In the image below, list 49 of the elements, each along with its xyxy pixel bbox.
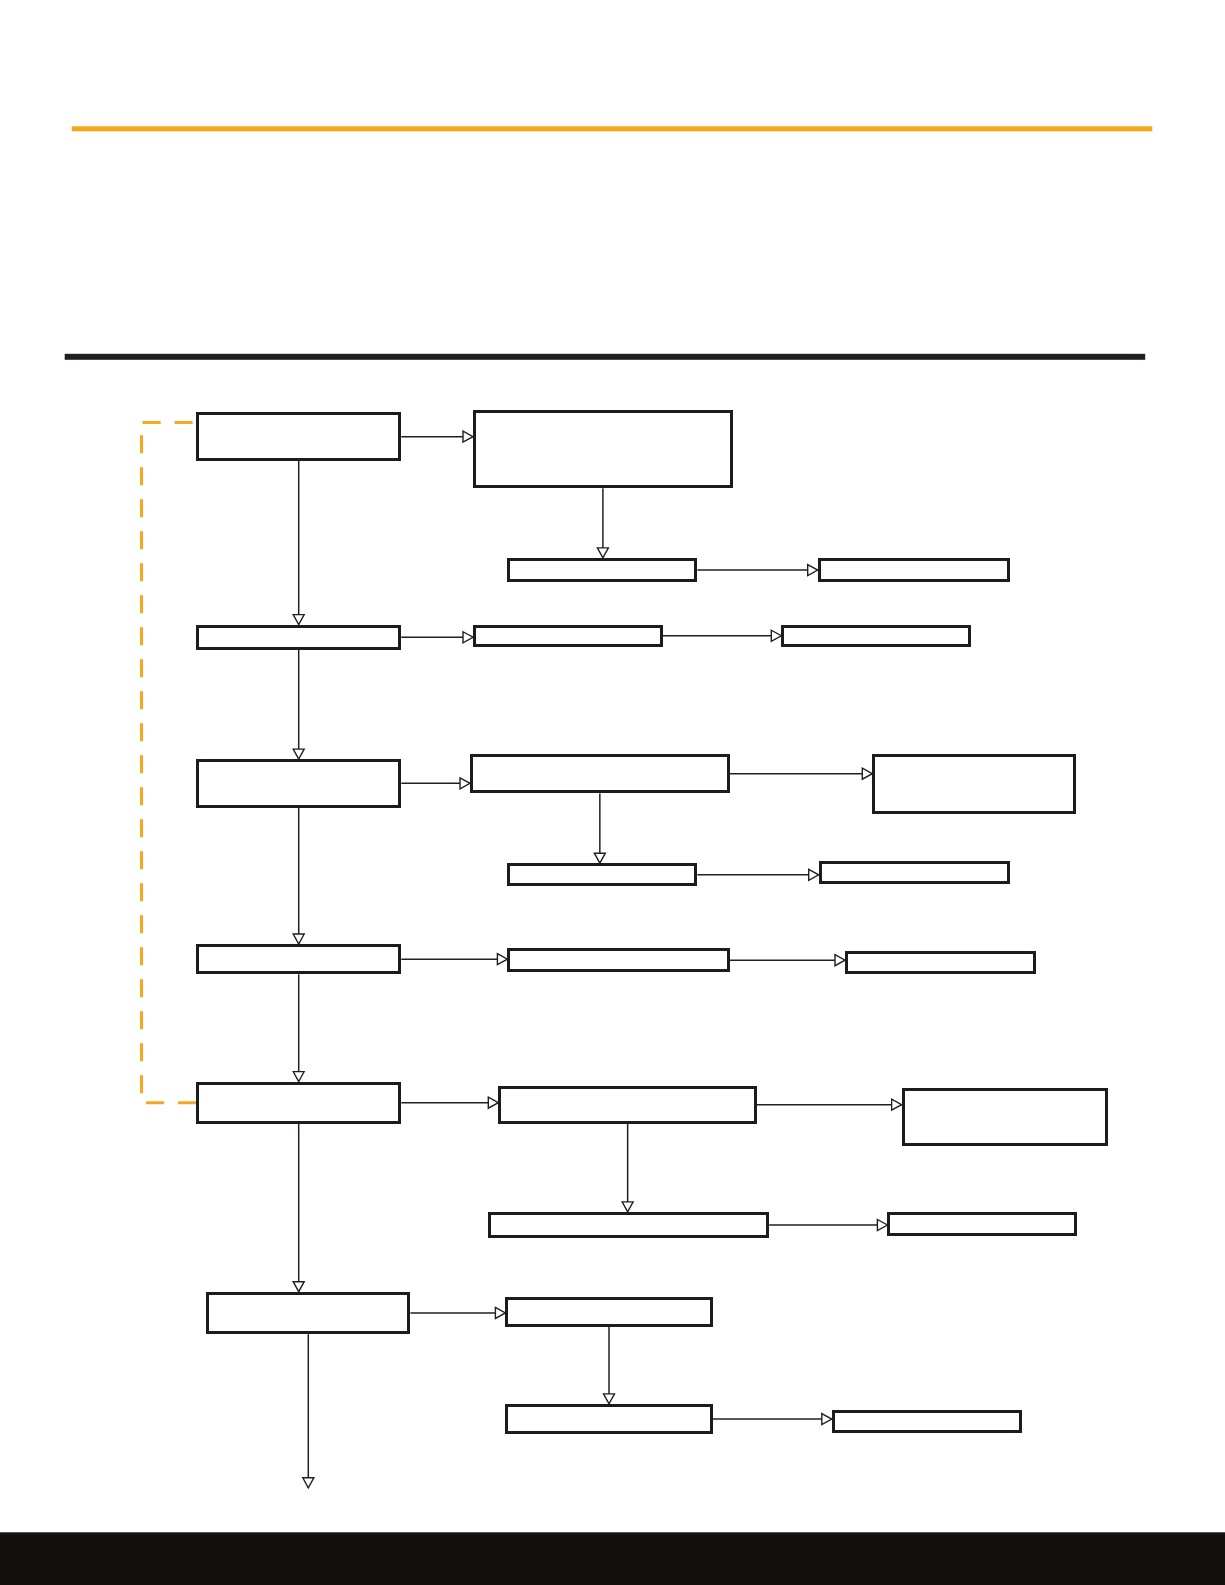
arrow <box>292 1123 305 1293</box>
process-box <box>817 557 1010 583</box>
arrow <box>728 954 846 967</box>
process-box <box>507 557 698 583</box>
process-box <box>887 1211 1078 1237</box>
process-box <box>781 624 972 647</box>
arrow <box>292 649 305 760</box>
arrow <box>602 1326 616 1405</box>
process-box <box>818 861 1010 885</box>
arrow <box>400 777 471 790</box>
process-box <box>901 1087 1108 1147</box>
arrow <box>292 806 305 945</box>
process-box <box>473 624 663 647</box>
process-box <box>470 754 730 794</box>
process-box <box>845 951 1036 975</box>
arrow <box>400 952 509 966</box>
process-box <box>507 948 730 973</box>
arrow <box>728 767 874 780</box>
process-box <box>507 863 698 887</box>
process-box <box>872 754 1077 814</box>
process-box <box>196 1081 402 1124</box>
arrow <box>400 1096 500 1109</box>
arrow <box>400 631 474 644</box>
arrow <box>292 460 305 626</box>
arrow <box>409 1306 507 1320</box>
process-box <box>196 412 402 461</box>
arrow <box>711 1412 833 1426</box>
arrow <box>768 1218 889 1232</box>
arrow <box>302 1333 315 1489</box>
process-box <box>196 944 402 975</box>
process-box <box>498 1085 757 1124</box>
arrow <box>593 792 607 864</box>
arrow <box>621 1123 634 1213</box>
process-box <box>196 624 402 650</box>
process-box <box>505 1403 713 1435</box>
arrow <box>292 973 305 1083</box>
arrow <box>400 430 474 443</box>
arrow <box>596 487 610 559</box>
arrow <box>662 629 783 642</box>
process-box <box>831 1410 1022 1434</box>
process-box <box>505 1296 713 1328</box>
process-box <box>488 1211 770 1239</box>
arrow <box>696 563 819 577</box>
process-box <box>196 759 402 808</box>
arrow <box>756 1098 903 1111</box>
process-box <box>473 410 733 489</box>
dashed-connector <box>140 420 197 1105</box>
arrow <box>696 868 820 881</box>
process-box <box>206 1291 411 1335</box>
